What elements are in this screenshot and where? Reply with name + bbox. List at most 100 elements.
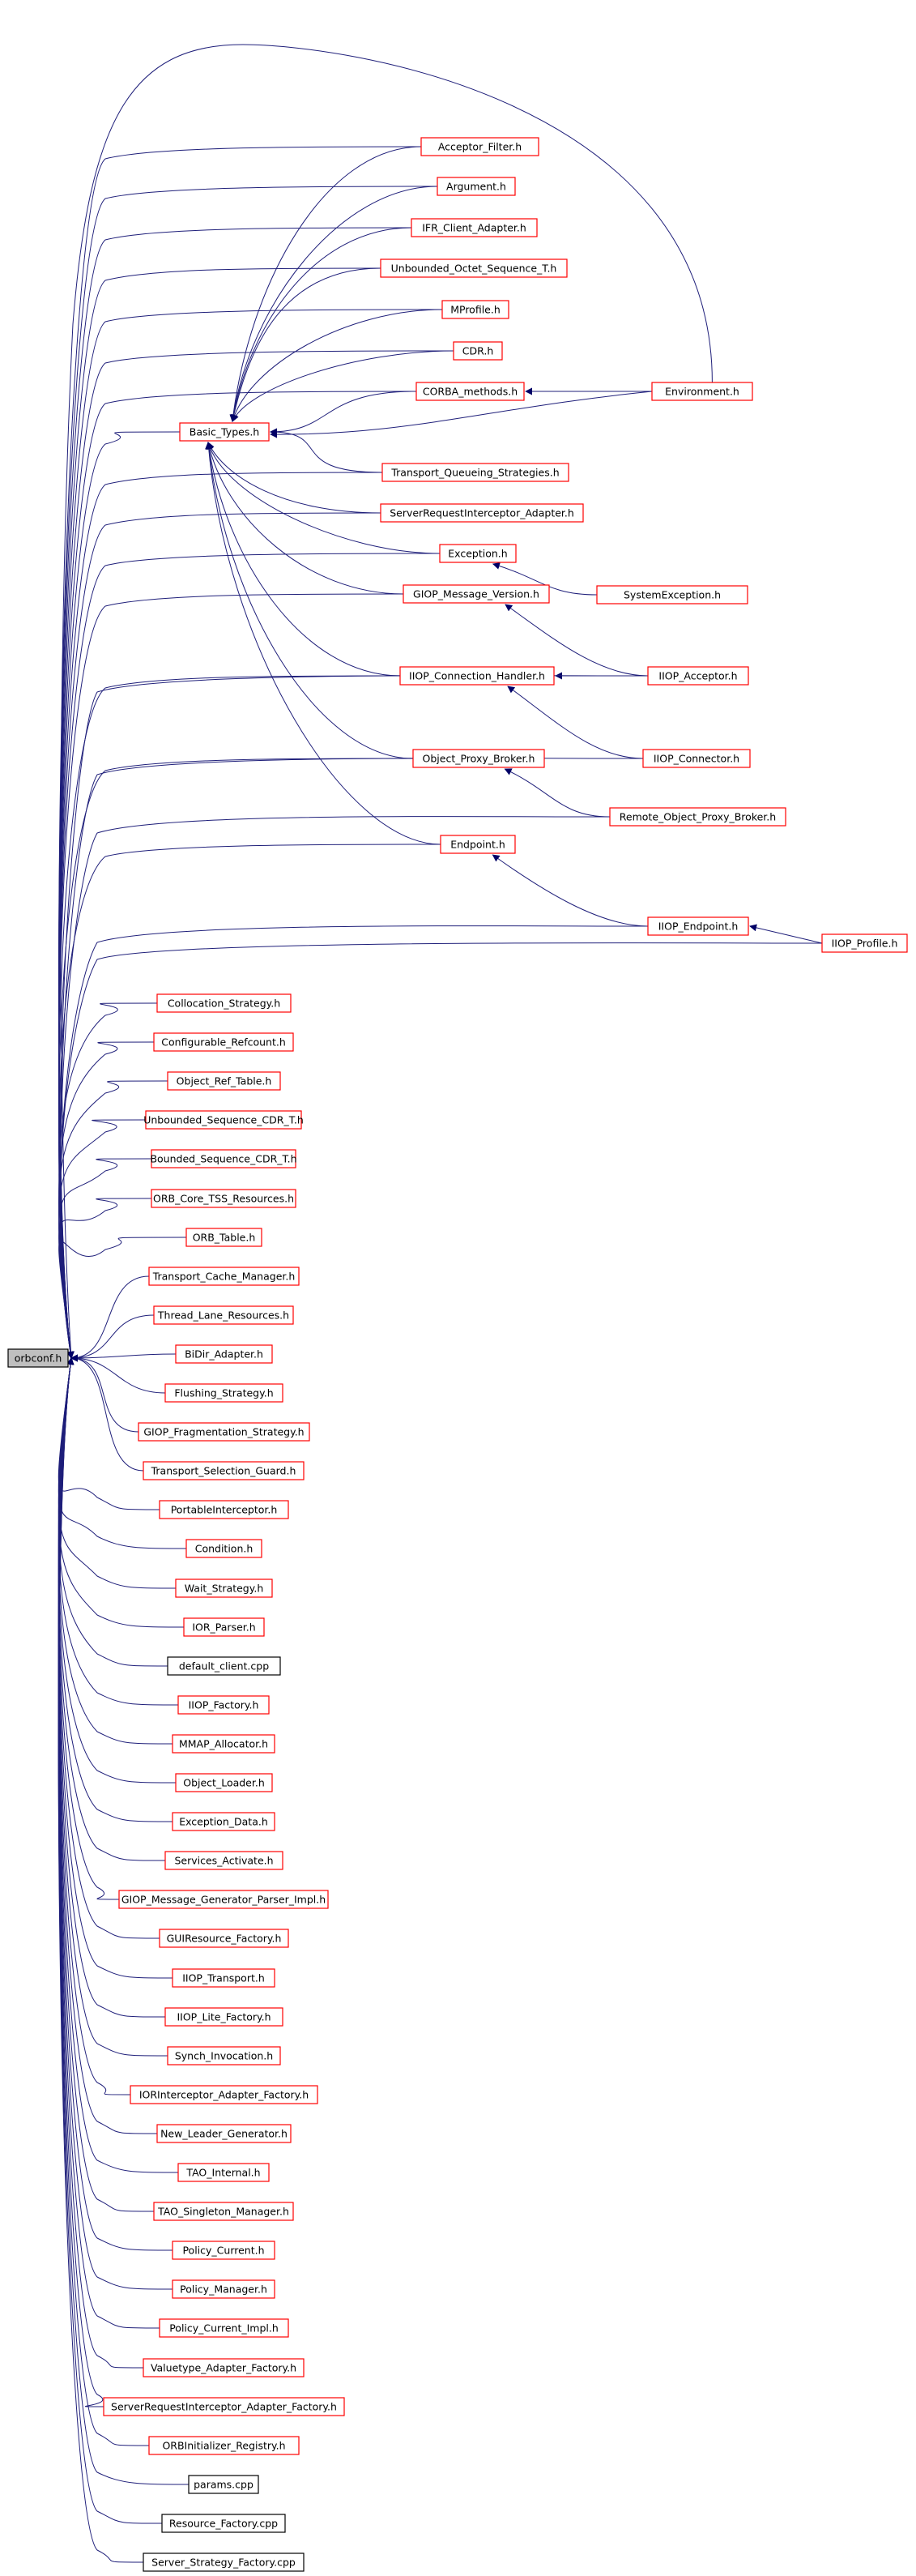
node-sri-adapter-factory[interactable]: ServerRequestInterceptor_Adapter_Factory…: [103, 2397, 345, 2416]
node-iiop-connection-handler[interactable]: IIOP_Connection_Handler.h: [399, 666, 555, 686]
node-box: [164, 1851, 283, 1870]
edge-bounded-sequence-cdr-to-orbconf: [58, 1158, 152, 1359]
node-valuetype-adapter-factory[interactable]: Valuetype_Adapter_Factory.h: [143, 2358, 305, 2377]
node-box: [183, 1617, 265, 1637]
node-server-strategy-factory-cpp[interactable]: Server_Strategy_Factory.cpp: [143, 2553, 305, 2572]
node-transport-cache-manager[interactable]: Transport_Cache_Manager.h: [148, 1267, 300, 1286]
node-iiop-acceptor[interactable]: IIOP_Acceptor.h: [647, 666, 749, 686]
node-condition[interactable]: Condition.h: [185, 1539, 262, 1558]
node-label: Resource_Factory.cpp: [169, 2518, 278, 2530]
node-bidir-adapter[interactable]: BiDir_Adapter.h: [175, 1344, 273, 1364]
node-iiop-lite-factory[interactable]: IIOP_Lite_Factory.h: [164, 2007, 283, 2027]
node-label: Exception.h: [448, 548, 507, 560]
node-basic-types[interactable]: Basic_Types.h: [179, 422, 270, 442]
node-iiop-profile[interactable]: IIOP_Profile.h: [821, 933, 908, 953]
edge-iiop-connector-to-iiop-connection-handler: [507, 686, 644, 759]
node-policy-current[interactable]: Policy_Current.h: [172, 2241, 275, 2260]
node-label: Thread_Lane_Resources.h: [157, 1309, 289, 1322]
node-object-proxy-broker[interactable]: Object_Proxy_Broker.h: [412, 749, 545, 768]
edge-acceptor-filter-to-orbconf: [58, 146, 422, 1359]
node-box: [415, 382, 525, 401]
node-giop-fragmentation[interactable]: GIOP_Fragmentation_Strategy.h: [138, 1422, 310, 1442]
node-exception-data[interactable]: Exception_Data.h: [172, 1812, 275, 1831]
node-label: Basic_Types.h: [190, 426, 259, 438]
edge-iiop-acceptor-to-orbconf: [59, 675, 649, 1359]
node-argument[interactable]: Argument.h: [437, 177, 516, 196]
node-box: [172, 1734, 275, 1754]
node-orb-core-tss[interactable]: ORB_Core_TSS_Resources.h: [151, 1189, 296, 1208]
node-label: IIOP_Connector.h: [654, 753, 739, 765]
node-object-loader[interactable]: Object_Loader.h: [175, 1773, 273, 1792]
node-remote-object-proxy-broker[interactable]: Remote_Object_Proxy_Broker.h: [609, 807, 786, 827]
node-transport-queueing[interactable]: Transport_Queueing_Strategies.h: [381, 463, 569, 482]
node-label: Exception_Data.h: [179, 1816, 268, 1828]
node-box: [177, 2163, 270, 2182]
edge-exception-to-basic-types: [207, 442, 441, 554]
node-label: IOR_Parser.h: [192, 1621, 255, 1634]
node-label: IIOP_Connection_Handler.h: [409, 670, 545, 682]
node-endpoint[interactable]: Endpoint.h: [440, 835, 516, 854]
edge-params-cpp-to-orbconf: [58, 1357, 190, 2485]
node-label: default_client.cpp: [179, 1660, 269, 1672]
node-unbounded-sequence-cdr[interactable]: Unbounded_Sequence_CDR_T.h: [143, 1110, 304, 1130]
node-bounded-sequence-cdr[interactable]: Bounded_Sequence_CDR_T.h: [150, 1149, 297, 1168]
node-giop-generator-parser[interactable]: GIOP_Message_Generator_Parser_Impl.h: [118, 1890, 329, 1909]
edge-iiop-connection-handler-to-orbconf: [58, 675, 401, 1359]
node-box: [164, 2007, 283, 2027]
node-label: Acceptor_Filter.h: [438, 141, 522, 153]
node-orb-table[interactable]: ORB_Table.h: [185, 1228, 262, 1247]
node-portable-interceptor[interactable]: PortableInterceptor.h: [159, 1500, 289, 1519]
node-giop-message-version[interactable]: GIOP_Message_Version.h: [403, 584, 550, 604]
node-default-client[interactable]: default_client.cpp: [167, 1656, 281, 1676]
node-box: [161, 2514, 286, 2533]
node-unbounded-octet[interactable]: Unbounded_Octet_Sequence_T.h: [380, 258, 568, 278]
node-collocation-strategy[interactable]: Collocation_Strategy.h: [156, 993, 292, 1013]
node-label: Policy_Current_Impl.h: [169, 2322, 279, 2335]
node-box: [177, 1695, 270, 1715]
node-configurable-refcount[interactable]: Configurable_Refcount.h: [153, 1032, 294, 1052]
node-iorinterceptor-adapter-factory[interactable]: IORInterceptor_Adapter_Factory.h: [130, 2085, 318, 2104]
node-label: Remote_Object_Proxy_Broker.h: [620, 811, 776, 823]
edge-iiop-endpoint-to-endpoint: [492, 854, 649, 927]
node-policy-manager[interactable]: Policy_Manager.h: [172, 2279, 275, 2299]
node-tao-singleton-manager[interactable]: TAO_Singleton_Manager.h: [153, 2202, 294, 2221]
node-box: [439, 544, 517, 563]
node-corba-methods[interactable]: CORBA_methods.h: [415, 382, 525, 401]
node-environment[interactable]: Environment.h: [651, 382, 753, 401]
node-iiop-endpoint[interactable]: IIOP_Endpoint.h: [647, 916, 749, 936]
node-box: [175, 1773, 273, 1792]
node-system-exception[interactable]: SystemException.h: [596, 585, 748, 604]
node-guiresource-factory[interactable]: GUIResource_Factory.h: [159, 1929, 289, 1948]
node-acceptor-filter[interactable]: Acceptor_Filter.h: [420, 137, 539, 156]
node-synch-invocation[interactable]: Synch_Invocation.h: [167, 2046, 281, 2065]
node-cdr[interactable]: CDR.h: [453, 341, 503, 361]
node-box: [380, 503, 584, 523]
node-box: [143, 1461, 305, 1480]
node-label: Policy_Manager.h: [180, 2283, 267, 2296]
edge-iiop-endpoint-to-orbconf: [59, 925, 649, 1359]
node-resource-factory-cpp[interactable]: Resource_Factory.cpp: [161, 2514, 286, 2533]
node-thread-lane-resources[interactable]: Thread_Lane_Resources.h: [153, 1305, 294, 1325]
node-mmap-allocator[interactable]: MMAP_Allocator.h: [172, 1734, 275, 1754]
node-exception[interactable]: Exception.h: [439, 544, 517, 563]
node-ifr-client-adapter[interactable]: IFR_Client_Adapter.h: [411, 218, 538, 237]
node-ior-parser[interactable]: IOR_Parser.h: [183, 1617, 265, 1637]
node-params-cpp[interactable]: params.cpp: [188, 2475, 259, 2494]
node-iiop-factory[interactable]: IIOP_Factory.h: [177, 1695, 270, 1715]
node-flushing-strategy[interactable]: Flushing_Strategy.h: [164, 1383, 283, 1403]
node-mprofile[interactable]: MProfile.h: [441, 300, 509, 319]
node-iiop-transport[interactable]: IIOP_Transport.h: [172, 1968, 275, 1988]
node-services-activate[interactable]: Services_Activate.h: [164, 1851, 283, 1870]
node-label: Object_Proxy_Broker.h: [423, 753, 535, 765]
node-wait-strategy[interactable]: Wait_Strategy.h: [175, 1578, 273, 1598]
node-orbinitializer-registry[interactable]: ORBInitializer_Registry.h: [148, 2436, 300, 2455]
node-new-leader-generator[interactable]: New_Leader_Generator.h: [156, 2124, 292, 2143]
node-iiop-connector[interactable]: IIOP_Connector.h: [642, 749, 751, 768]
node-tao-internal[interactable]: TAO_Internal.h: [177, 2163, 270, 2182]
edge-ifr-client-adapter-to-orbconf: [58, 227, 412, 1359]
node-sri-adapter[interactable]: ServerRequestInterceptor_Adapter.h: [380, 503, 584, 523]
node-policy-current-impl[interactable]: Policy_Current_Impl.h: [159, 2318, 289, 2338]
node-object-ref-table[interactable]: Object_Ref_Table.h: [167, 1071, 281, 1091]
node-box: [159, 1929, 289, 1948]
node-transport-selection-guard[interactable]: Transport_Selection_Guard.h: [143, 1461, 305, 1480]
